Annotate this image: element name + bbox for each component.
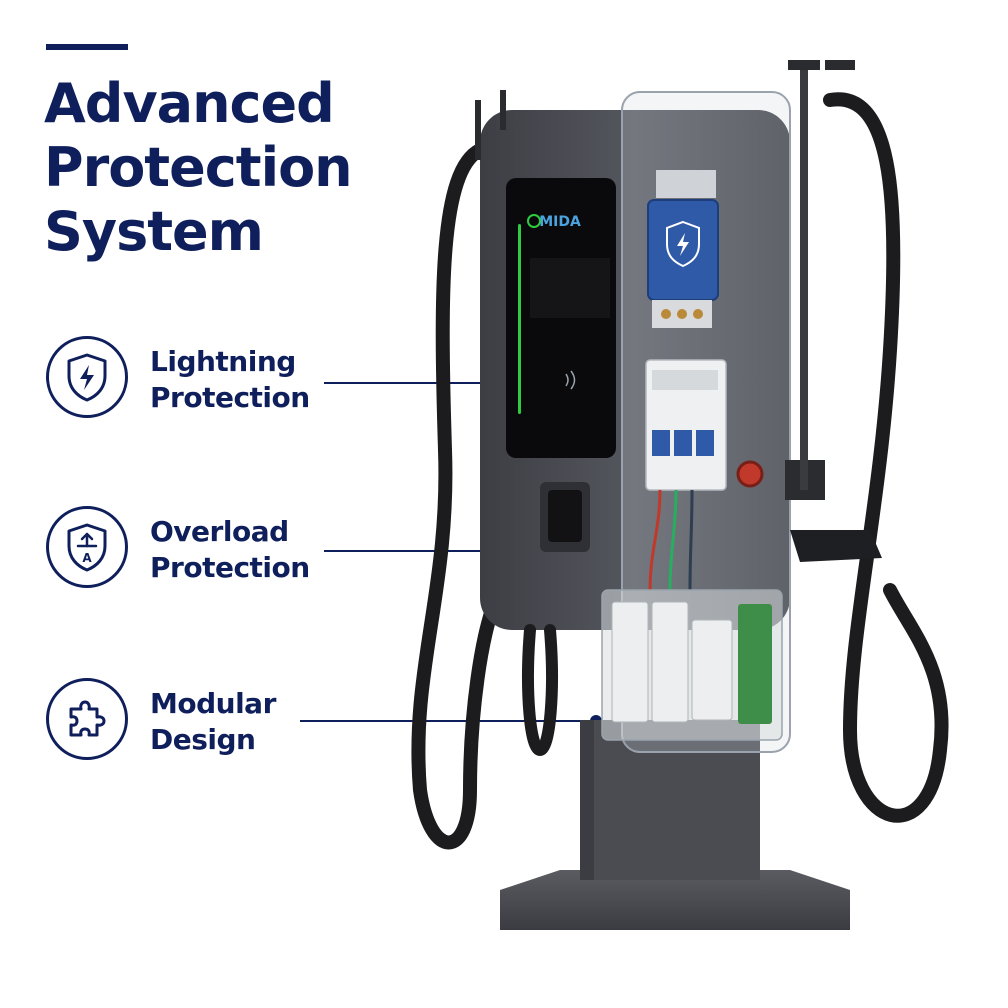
title-line-2: Protection (44, 136, 353, 199)
page-title: Advanced Protection System (44, 72, 353, 264)
feature-label: Modular Design (150, 686, 276, 758)
feature-label-line: Lightning (150, 345, 296, 378)
ev-charger-illustration: MIDA (411, 60, 949, 930)
feature-lightning-protection: Lightning Protection (46, 336, 326, 426)
feature-label: Lightning Protection (150, 344, 310, 416)
feature-label-line: Design (150, 723, 256, 756)
feature-label-line: Protection (150, 551, 310, 584)
feature-label-line: Overload (150, 515, 289, 548)
feature-label-line: Modular (150, 687, 276, 720)
leader-line-modular (300, 720, 596, 722)
svg-text:A: A (82, 551, 92, 565)
feature-overload-protection: A Overload Protection (46, 506, 326, 596)
title-line-3: System (44, 200, 264, 263)
title-line-1: Advanced (44, 72, 335, 135)
feature-label-line: Protection (150, 381, 310, 414)
title-accent-bar (46, 44, 128, 50)
shield-overload-icon: A (46, 506, 128, 588)
shield-lightning-icon (46, 336, 128, 418)
feature-label: Overload Protection (150, 514, 310, 586)
puzzle-piece-icon (46, 678, 128, 760)
charger-brand-logo: MIDA (539, 214, 581, 230)
feature-modular-design: Modular Design (46, 678, 326, 768)
